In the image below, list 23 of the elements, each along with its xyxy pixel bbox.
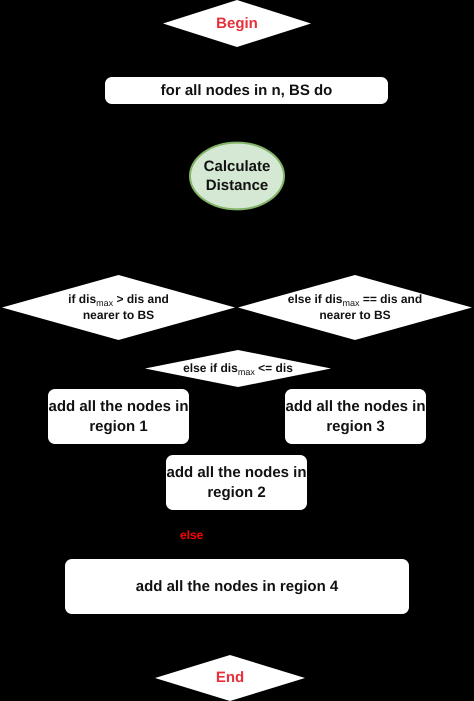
node-text: add all the nodes in region 1 (48, 397, 189, 436)
process-box (105, 77, 388, 104)
branch-label: else (180, 528, 204, 542)
decision-diamond (2, 275, 235, 340)
node-text: End (216, 668, 244, 688)
node-text: add all the nodes in region 4 (136, 576, 338, 596)
decision-diamond (238, 275, 472, 340)
node-text: add all the nodes in region 2 (166, 463, 307, 502)
decision-diamond (145, 350, 331, 387)
process-ellipse (189, 142, 285, 210)
process-box (65, 559, 409, 614)
node-text: else if dis$_{max}$ <= dis (183, 360, 293, 376)
process-box (285, 389, 426, 444)
node-text: for all nodes in n, BS do (160, 80, 332, 100)
node-text: Calculate Distance (202, 156, 272, 196)
node-text: add all the nodes in region 3 (285, 397, 426, 436)
decision-diamond (163, 0, 311, 47)
process-box (166, 455, 307, 510)
node-text: Begin (216, 14, 258, 34)
node-text: if dis$_{max}$ > dis and nearer to BS (67, 292, 170, 324)
node-text: else if dis$_{max}$ == dis and nearer to BS (286, 292, 424, 324)
decision-diamond (155, 655, 305, 701)
process-box (48, 389, 189, 444)
